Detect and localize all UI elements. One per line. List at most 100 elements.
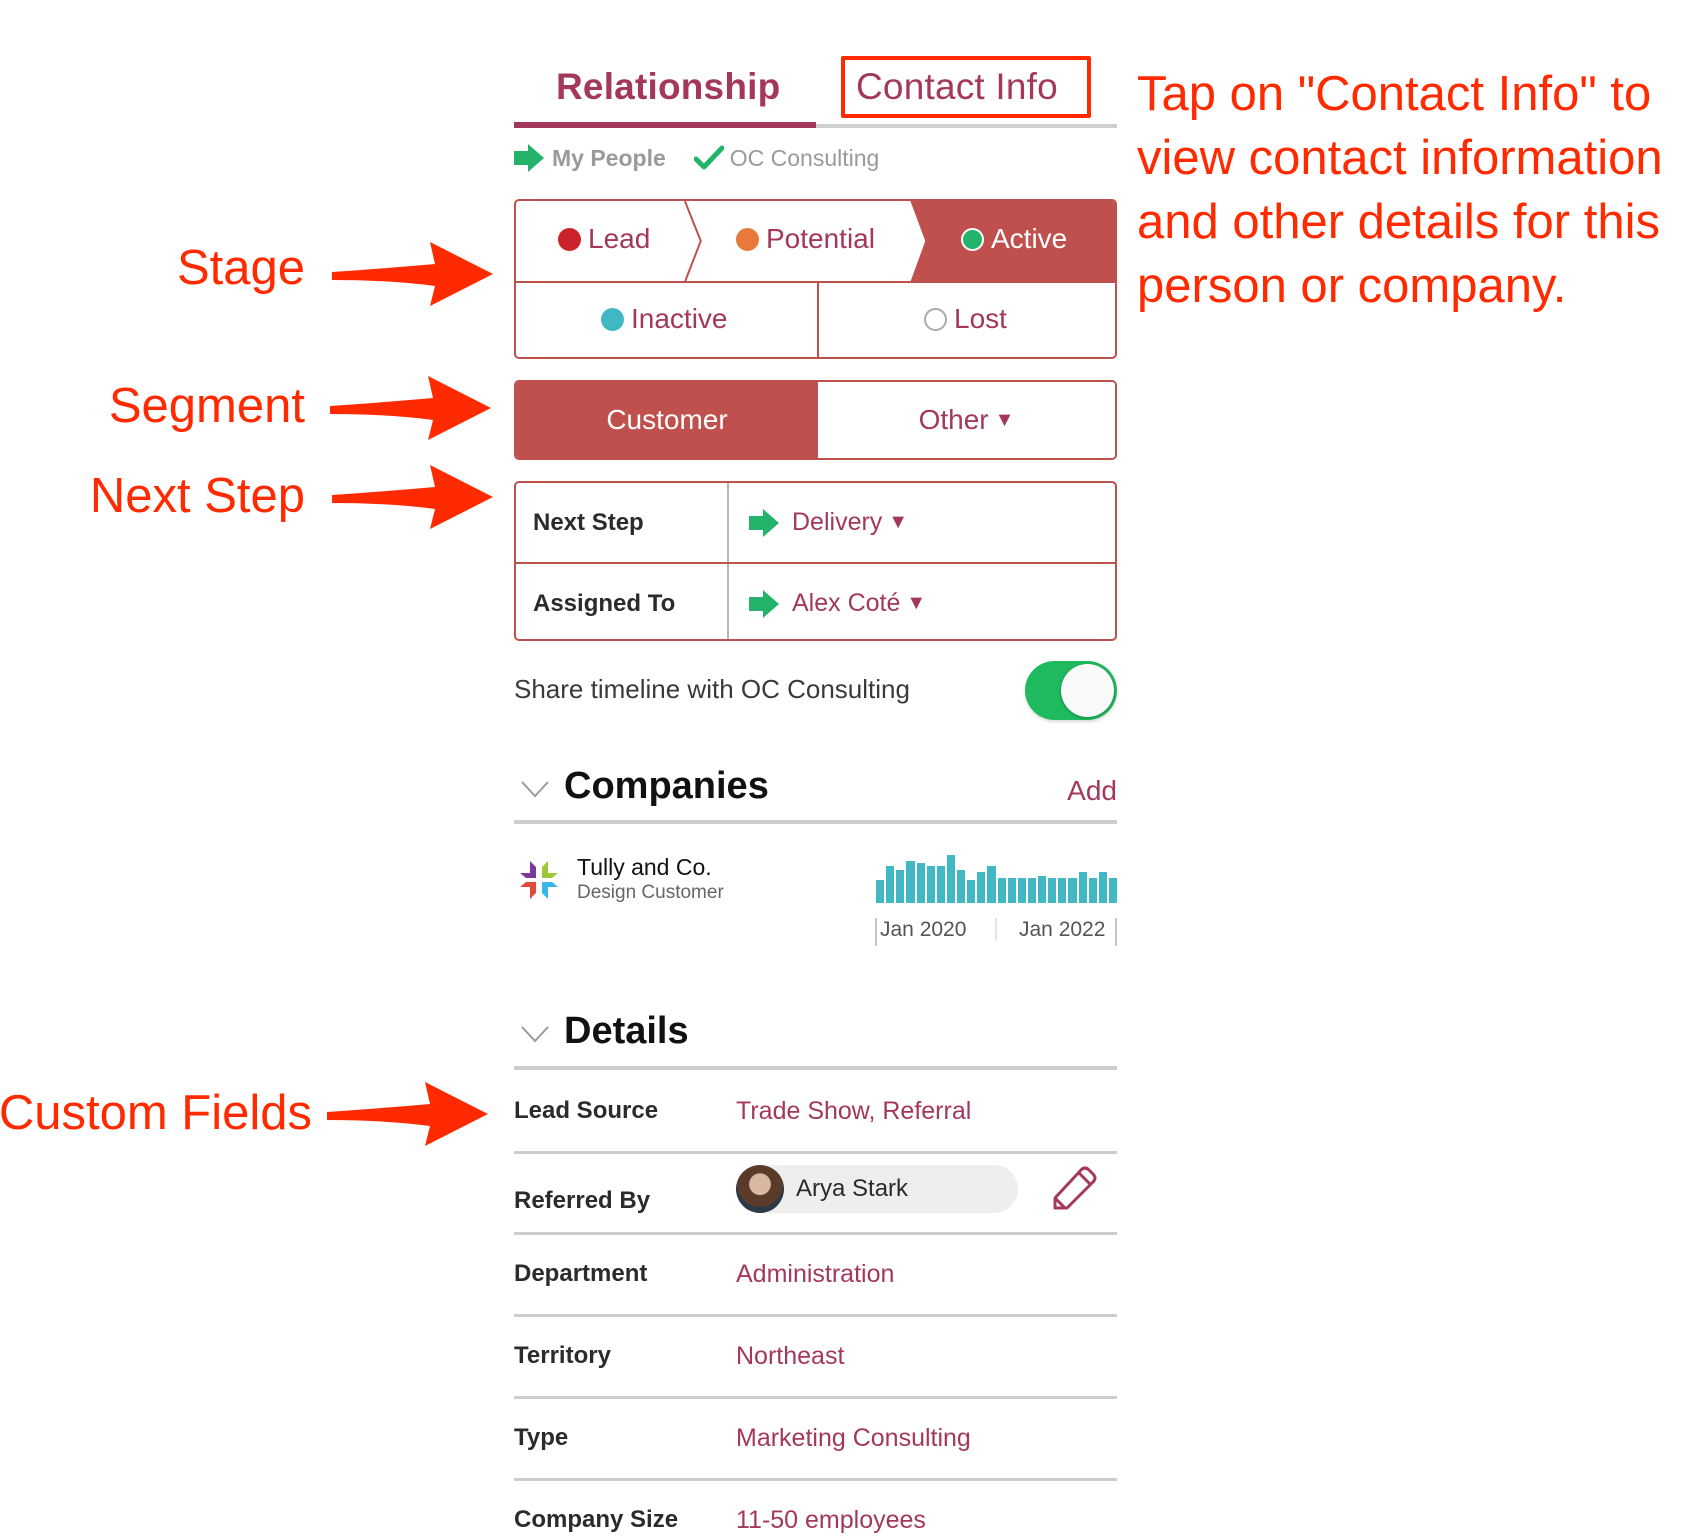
detail-label: Type — [514, 1424, 569, 1451]
axis-label-end: Jan 2022 — [1019, 918, 1106, 941]
detail-value[interactable]: Marketing Consulting — [736, 1423, 971, 1452]
annotation-custom-fields: Custom Fields — [0, 1086, 312, 1140]
chart-bar — [1078, 871, 1087, 903]
detail-label: Lead Source — [514, 1097, 659, 1124]
next-step-row: Next Step Delivery ▼ — [516, 483, 1115, 562]
divider — [817, 281, 819, 357]
toggle-knob — [1061, 664, 1114, 717]
annotation-segment: Segment — [108, 379, 305, 433]
detail-label: Department — [514, 1260, 648, 1287]
stage-active[interactable]: Active — [961, 223, 1067, 255]
assigned-to-value: Alex Coté — [792, 589, 901, 617]
divider — [516, 562, 1115, 564]
chart-bar — [916, 863, 925, 903]
callout-line: Tap on "Contact Info" to — [1137, 67, 1652, 121]
annotation-arrow-icon — [327, 1082, 488, 1146]
detail-row-referred-by: Referred By Arya Stark — [514, 1154, 1117, 1236]
segment-other-dropdown[interactable]: Other ▼ — [818, 382, 1115, 458]
section-divider — [514, 1066, 1117, 1070]
chart-bar — [1007, 878, 1016, 903]
chart-bar — [936, 865, 945, 903]
callout-line: view contact information — [1137, 131, 1663, 185]
share-timeline-toggle[interactable] — [1025, 661, 1117, 720]
segment-other-label: Other — [918, 404, 989, 435]
chart-bar — [926, 865, 935, 903]
tab-active-indicator — [514, 122, 816, 128]
inactive-dot-icon — [601, 307, 624, 331]
details-title: Details — [564, 1010, 689, 1052]
breadcrumb-org[interactable]: OC Consulting — [729, 144, 880, 171]
detail-label: Company Size — [514, 1506, 679, 1533]
next-step-value: Delivery — [792, 508, 883, 536]
row-divider — [514, 1478, 1117, 1481]
add-company-button[interactable]: Add — [1067, 775, 1117, 806]
next-step-label: Next Step — [533, 508, 644, 536]
detail-row-territory: Territory Northeast — [514, 1315, 1117, 1397]
axis-tick — [1115, 918, 1117, 946]
chart-bar — [1048, 878, 1057, 903]
axis-tick — [995, 918, 997, 940]
company-name-link[interactable]: Tully and Co. — [577, 854, 712, 880]
company-subtitle: Design Customer — [577, 882, 724, 903]
chart-bar — [876, 880, 885, 903]
callout-line: person or company. — [1137, 259, 1567, 313]
detail-value[interactable]: 11-50 employees — [736, 1505, 926, 1534]
detail-value[interactable]: Trade Show, Referral — [736, 1096, 972, 1125]
stage-lost[interactable]: Lost — [924, 303, 1007, 335]
stage-potential-label: Potential — [766, 223, 875, 254]
company-activity-chart — [876, 855, 1117, 903]
detail-label: Referred By — [514, 1187, 651, 1214]
referred-by-chip[interactable]: Arya Stark — [736, 1165, 1018, 1213]
pencil-edit-icon[interactable] — [1049, 1164, 1097, 1214]
next-step-dropdown[interactable]: Delivery ▼ — [728, 508, 908, 537]
annotation-next-step: Next Step — [89, 469, 305, 523]
segment-customer-button[interactable]: Customer — [516, 382, 818, 458]
row-divider — [514, 1314, 1117, 1317]
companies-title: Companies — [564, 765, 769, 807]
stage-potential[interactable]: Potential — [736, 223, 875, 255]
annotation-highlight-box — [841, 56, 1091, 118]
checkmark-icon — [693, 145, 724, 170]
chart-bar — [1068, 878, 1077, 903]
chart-bar — [1108, 878, 1117, 903]
stage-lead-label: Lead — [588, 223, 651, 254]
chart-bar — [1017, 878, 1026, 903]
breadcrumb-my-people[interactable]: My People — [552, 144, 666, 171]
assigned-to-label: Assigned To — [533, 589, 676, 617]
share-timeline-label: Share timeline with OC Consulting — [514, 674, 910, 704]
chart-bar — [1088, 878, 1097, 903]
chart-bar — [997, 878, 1006, 903]
divider — [516, 281, 1115, 283]
chevron-down-icon[interactable] — [520, 779, 550, 799]
company-logo-icon — [520, 861, 558, 899]
stage-inactive[interactable]: Inactive — [601, 303, 728, 335]
tab-contact-info[interactable]: Contact Info — [856, 66, 1058, 107]
row-divider — [514, 1232, 1117, 1235]
assigned-to-dropdown[interactable]: Alex Coté ▼ — [728, 589, 926, 618]
row-divider — [514, 1396, 1117, 1399]
chart-bar — [896, 869, 905, 903]
annotation-arrow-icon — [332, 465, 493, 529]
chart-bar — [1027, 878, 1036, 903]
callout-line: and other details for this — [1137, 195, 1660, 249]
chart-bar — [886, 865, 895, 903]
annotation-callout: Tap on "Contact Info" to view contact in… — [1137, 62, 1663, 318]
detail-row-department: Department Administration — [514, 1233, 1117, 1315]
chevron-down-icon[interactable] — [520, 1024, 550, 1044]
detail-label: Territory — [514, 1342, 611, 1369]
breadcrumb: My People OC Consulting — [514, 144, 879, 172]
chart-bar — [946, 855, 955, 903]
avatar — [736, 1165, 784, 1213]
detail-value[interactable]: Administration — [736, 1259, 895, 1288]
assigned-to-row: Assigned To Alex Coté ▼ — [516, 564, 1115, 639]
arrow-right-icon — [749, 508, 779, 537]
detail-value[interactable]: Northeast — [736, 1341, 845, 1370]
caret-down-icon: ▼ — [906, 592, 927, 614]
tab-relationship[interactable]: Relationship — [556, 66, 781, 107]
detail-row-type: Type Marketing Consulting — [514, 1397, 1117, 1479]
chart-bar — [987, 865, 996, 903]
lost-dot-icon — [924, 307, 947, 331]
stage-lead[interactable]: Lead — [558, 223, 650, 255]
companies-header: Companies Add — [514, 765, 1117, 815]
axis-tick — [875, 918, 877, 946]
